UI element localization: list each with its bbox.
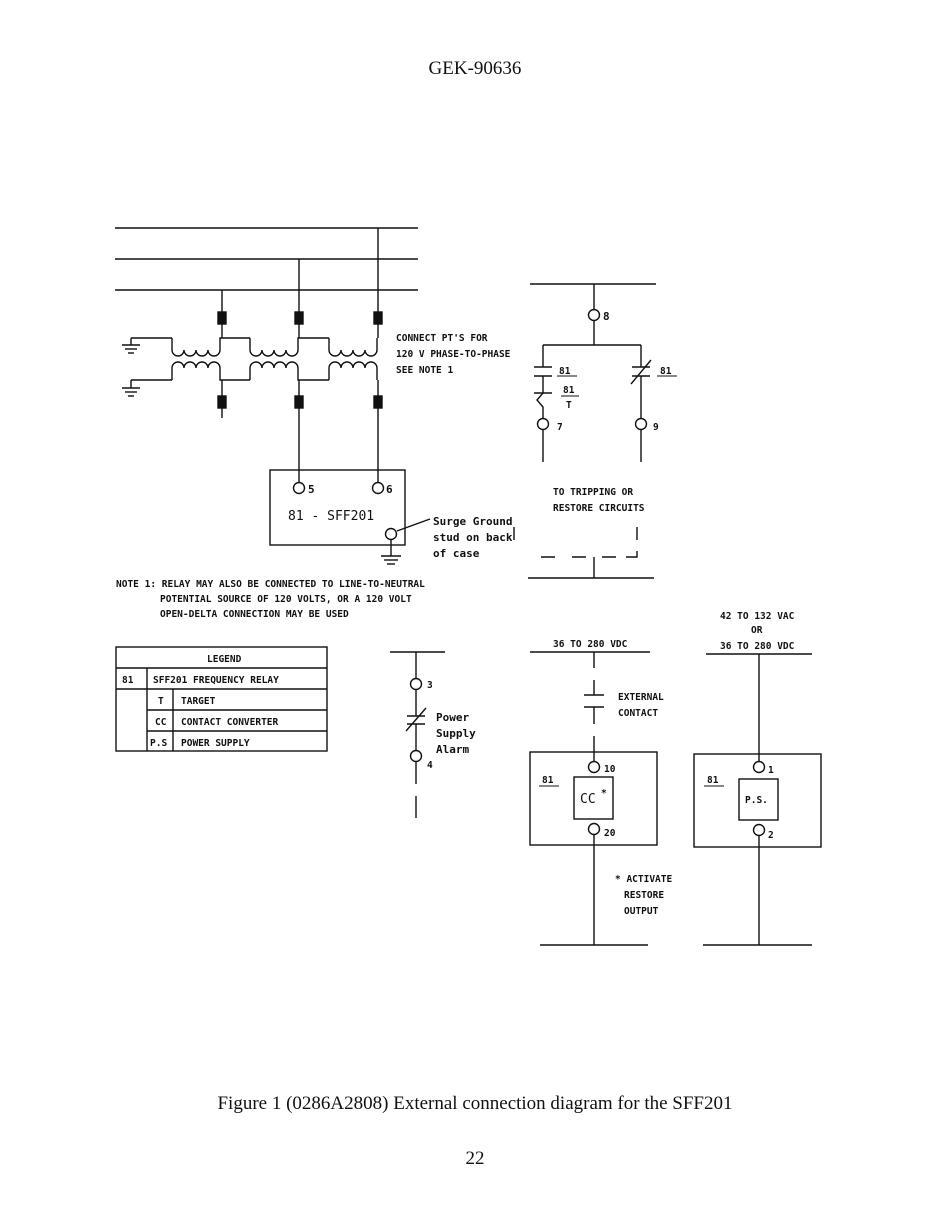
svg-text:81: 81 — [707, 775, 719, 786]
svg-text:81: 81 — [122, 675, 134, 686]
svg-text:3: 3 — [427, 680, 433, 691]
figure-caption: Figure 1 (0286A2808) External connection… — [217, 1093, 733, 1114]
svg-text:of case: of case — [433, 547, 480, 560]
svg-text:EXTERNAL: EXTERNAL — [618, 692, 664, 703]
svg-text:TARGET: TARGET — [181, 696, 216, 707]
trip-labels: 8 81 81 T 81 7 9 TO TRIPPING OR RESTORE … — [553, 310, 677, 514]
svg-text:2: 2 — [768, 830, 774, 841]
note-1: NOTE 1: RELAY MAY ALSO BE CONNECTED TO L… — [116, 579, 425, 620]
trip-circuit — [513, 283, 656, 579]
svg-text:OUTPUT: OUTPUT — [624, 906, 659, 917]
svg-text:36 TO 280 VDC: 36 TO 280 VDC — [720, 641, 795, 652]
svg-text:OPEN-DELTA CONNECTION MAY BE U: OPEN-DELTA CONNECTION MAY BE USED — [160, 609, 349, 620]
svg-text:SFF201 FREQUENCY RELAY: SFF201 FREQUENCY RELAY — [153, 675, 279, 686]
svg-text:9: 9 — [653, 422, 659, 433]
svg-text:CC: CC — [580, 792, 596, 807]
svg-text:CONTACT CONVERTER: CONTACT CONVERTER — [181, 717, 279, 728]
svg-text:RESTORE CIRCUITS: RESTORE CIRCUITS — [553, 503, 645, 514]
three-phase-bus — [115, 227, 418, 291]
svg-text:P.S: P.S — [150, 738, 167, 749]
svg-text:7: 7 — [557, 422, 563, 433]
terminal-5: 5 — [308, 483, 315, 496]
svg-text:POTENTIAL SOURCE OF 120 VOLTS,: POTENTIAL SOURCE OF 120 VOLTS, OR A 120 … — [160, 594, 412, 605]
svg-text:Surge Ground: Surge Ground — [433, 515, 512, 528]
svg-text:81: 81 — [563, 385, 575, 396]
document-number: GEK-90636 — [428, 58, 522, 79]
svg-text:Power: Power — [436, 711, 469, 724]
contact-converter-circuit — [529, 651, 658, 946]
svg-text:RESTORE: RESTORE — [624, 890, 664, 901]
pt-primary-taps — [217, 228, 383, 338]
svg-text:120 V PHASE-TO-PHASE: 120 V PHASE-TO-PHASE — [396, 349, 511, 360]
power-supply-alarm — [390, 651, 445, 818]
power-supply-circuit — [693, 653, 822, 946]
svg-text:4: 4 — [427, 760, 433, 771]
legend-table: LEGEND 81 SFF201 FREQUENCY RELAY T TARGE… — [115, 646, 328, 752]
svg-text:P.S.: P.S. — [745, 795, 768, 806]
svg-text:Supply: Supply — [436, 727, 476, 740]
svg-text:TO TRIPPING OR: TO TRIPPING OR — [553, 487, 633, 498]
svg-text:10: 10 — [604, 764, 616, 775]
svg-text:Alarm: Alarm — [436, 743, 469, 756]
relay-label: 81 - SFF201 — [288, 509, 374, 524]
svg-text:SEE NOTE 1: SEE NOTE 1 — [396, 365, 453, 376]
relay-81-sff201: 5 6 81 - SFF201 — [269, 469, 431, 565]
svg-text:8: 8 — [603, 310, 610, 323]
svg-text:* ACTIVATE: * ACTIVATE — [615, 874, 672, 885]
terminal-6: 6 — [386, 483, 393, 496]
svg-text:81: 81 — [559, 366, 571, 377]
power-supply-labels: 42 TO 132 VAC OR 36 TO 280 VDC 81 P.S. 1… — [704, 611, 795, 841]
svg-text:CC: CC — [155, 717, 167, 728]
pt-note: CONNECT PT'S FOR 120 V PHASE-TO-PHASE SE… — [396, 333, 511, 376]
svg-text:*: * — [601, 788, 607, 799]
svg-text:42 TO 132 VAC: 42 TO 132 VAC — [720, 611, 795, 622]
svg-text:CONNECT PT'S FOR: CONNECT PT'S FOR — [396, 333, 488, 344]
svg-text:20: 20 — [604, 828, 616, 839]
surge-ground-label: Surge Ground stud on back of case — [433, 515, 513, 560]
svg-text:OR: OR — [751, 625, 763, 636]
svg-text:81: 81 — [542, 775, 554, 786]
svg-text:CONTACT: CONTACT — [618, 708, 658, 719]
svg-text:81: 81 — [660, 366, 672, 377]
legend-title: LEGEND — [207, 654, 242, 665]
svg-text:1: 1 — [768, 765, 774, 776]
page-number: 22 — [465, 1148, 485, 1169]
svg-text:T: T — [158, 696, 164, 707]
svg-text:36 TO 280 VDC: 36 TO 280 VDC — [553, 639, 628, 650]
svg-text:POWER SUPPLY: POWER SUPPLY — [181, 738, 250, 749]
svg-text:T: T — [566, 400, 572, 411]
svg-text:stud on back: stud on back — [433, 531, 513, 544]
pt-primary-windings — [122, 337, 378, 357]
svg-text:NOTE 1: RELAY MAY ALSO BE CON: NOTE 1: RELAY MAY ALSO BE CONNECTED TO L… — [116, 579, 425, 590]
pt-secondary-windings — [122, 361, 383, 482]
alarm-labels: 3 4 Power Supply Alarm — [427, 680, 476, 771]
contact-converter-labels: 36 TO 280 VDC EXTERNAL CONTACT 81 CC * 1… — [539, 639, 672, 917]
